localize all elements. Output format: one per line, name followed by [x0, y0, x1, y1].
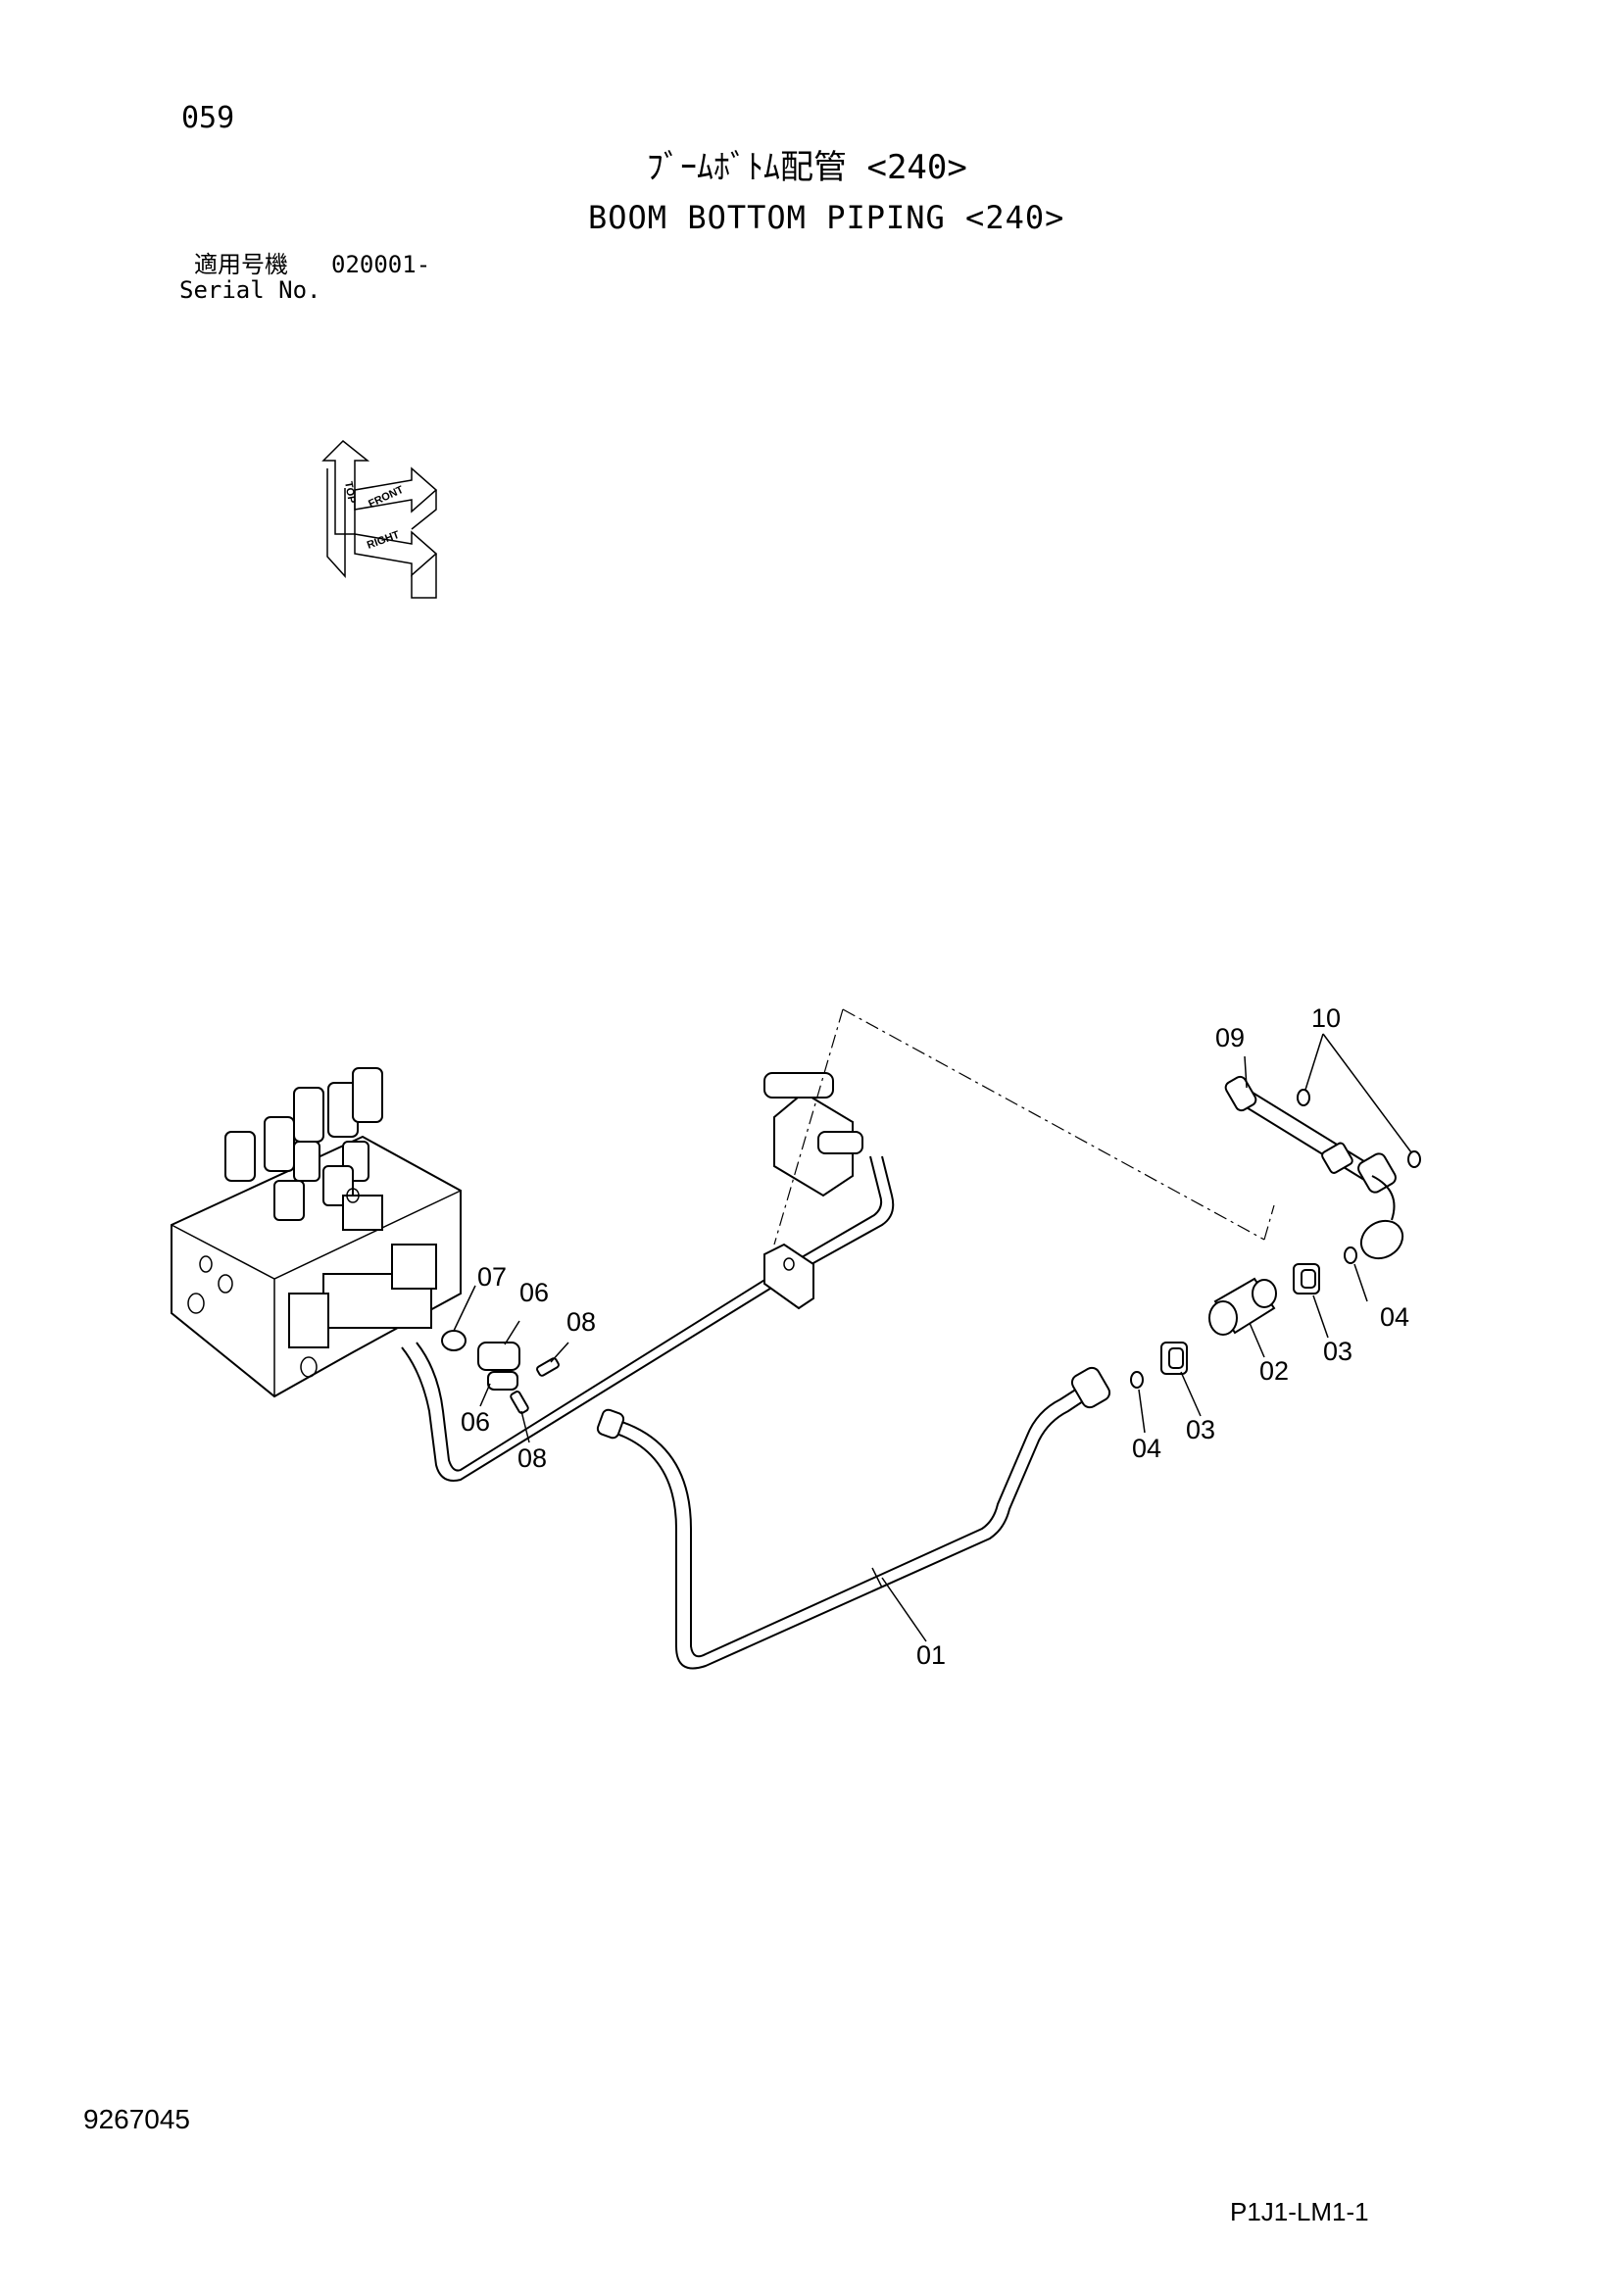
- pipe-upper-run: [401, 1155, 895, 1482]
- callout-04a: 04: [1380, 1302, 1409, 1332]
- orientation-label-front: FRONT: [367, 484, 406, 511]
- leader-lines: [453, 1033, 1412, 1642]
- control-valve-block: [171, 1067, 462, 1398]
- callout-03a: 03: [1323, 1337, 1352, 1366]
- reference-line: [773, 1008, 1275, 1246]
- serial-label-japanese: 適用号機: [194, 251, 288, 278]
- o-ring-10b: [1407, 1150, 1421, 1168]
- title-english: BOOM BOTTOM PIPING <240>: [588, 199, 1065, 236]
- main-pipe: [596, 1366, 1111, 1670]
- callout-numbers: 01 02 03 03 04 04 06 06 07 08 08 09 10: [461, 1003, 1409, 1670]
- callout-06a: 06: [519, 1278, 549, 1307]
- serial-number-value: 020001-: [331, 251, 431, 278]
- callout-09: 09: [1215, 1023, 1245, 1052]
- o-ring-04a: [1344, 1246, 1357, 1264]
- callout-02: 02: [1259, 1356, 1289, 1386]
- callout-07: 07: [477, 1262, 507, 1292]
- bolt-08a: [536, 1357, 560, 1377]
- union-02: [1208, 1277, 1277, 1336]
- o-ring-07: [441, 1330, 467, 1351]
- upper-right-pipe: [1224, 1075, 1404, 1260]
- upper-bracket: [763, 1072, 863, 1310]
- callout-06b: 06: [461, 1407, 490, 1437]
- callout-08a: 08: [566, 1307, 596, 1337]
- callout-03b: 03: [1186, 1415, 1215, 1444]
- bolt-08b: [510, 1391, 529, 1414]
- title-japanese: ﾌﾞｰﾑﾎﾞﾄﾑ配管 <240>: [647, 148, 967, 187]
- document-number: 9267045: [83, 2104, 191, 2134]
- adapter-03b: [1160, 1342, 1188, 1375]
- o-ring-10a: [1297, 1089, 1310, 1106]
- callout-10: 10: [1311, 1003, 1341, 1033]
- orientation-indicator: TOP FRONT RIGHT: [321, 439, 438, 599]
- page-number: 059: [181, 101, 235, 135]
- callout-08b: 08: [517, 1443, 547, 1473]
- clamp-06: [477, 1342, 520, 1391]
- callout-04b: 04: [1132, 1434, 1161, 1463]
- o-ring-04b: [1130, 1371, 1144, 1389]
- small-parts: [441, 1089, 1421, 1414]
- callout-01: 01: [916, 1640, 946, 1670]
- orientation-label-top: TOP: [342, 480, 358, 504]
- orientation-label-right: RIGHT: [366, 529, 402, 552]
- adapter-03a: [1293, 1263, 1320, 1295]
- page-code: P1J1-LM1-1: [1230, 2197, 1369, 2226]
- serial-label-english: Serial No.: [179, 276, 321, 304]
